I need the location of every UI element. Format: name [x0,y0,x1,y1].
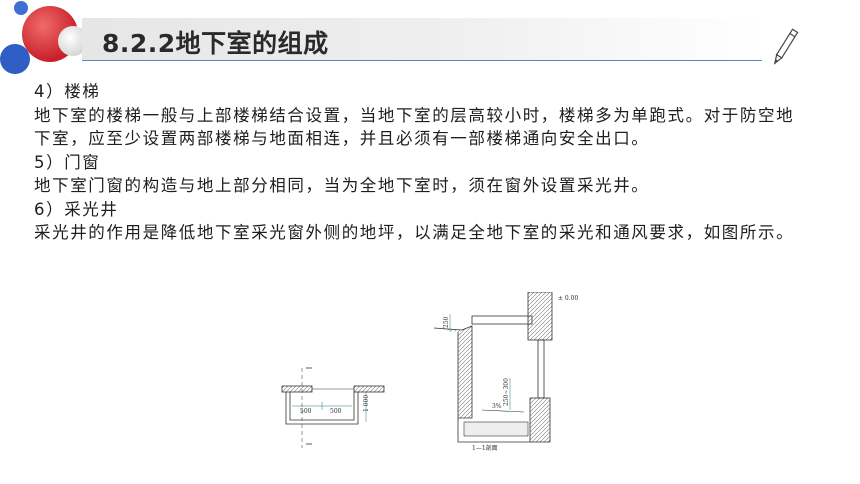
slide-title: 8.2.2地下室的组成 [102,29,329,58]
plan-view: 500 500 1 000 [281,367,385,448]
light-well-figure: 500 500 1 000 250 250~300 3% ± 0.00 1—1剖… [262,291,580,452]
pen-icon [770,26,800,68]
section-body-light-well: 采光井的作用是降低地下室采光窗外侧的地坪，以满足全地下室的采光和通风要求，如图所… [34,223,795,242]
section-heading-light-well: 6）采光井 [34,199,119,219]
section-body-doors-windows: 地下室门窗的构造与地上部分相同，当为全地下室时，须在窗外设置采光井。 [34,176,650,195]
section-label: 1—1剖面 [472,444,498,452]
section-body-stairs: 地下室的楼梯一般与上部楼梯结合设置，当地下室的层高较小时，楼梯多为单跑式。对于防… [34,105,795,149]
light-well-drawing: 500 500 1 000 250 250~300 3% ± 0.00 1—1剖… [281,291,578,452]
section-dim-well: 250~300 [503,378,510,406]
section-slope: 3% [492,403,502,410]
section-heading-stairs: 4）楼梯 [34,82,101,101]
title-underline [82,60,762,61]
section-heading-doors-windows: 5）门窗 [34,152,101,172]
title-bar [82,18,762,60]
section-view: 250 250~300 3% ± 0.00 1—1剖面 [433,291,578,452]
decor-circle-blue-large [0,44,30,74]
plan-dim-depth: 1 000 [363,395,370,412]
section-dim-top: 250 [443,316,450,328]
plan-dim-right: 500 [330,408,342,415]
slide-content: 4）楼梯 地下室的楼梯一般与上部楼梯结合设置，当地下室的层高较小时，楼梯多为单跑… [34,80,804,245]
section-elevation: ± 0.00 [558,295,578,302]
decor-circle-blue-small [14,1,28,15]
plan-dim-left: 500 [300,408,312,415]
